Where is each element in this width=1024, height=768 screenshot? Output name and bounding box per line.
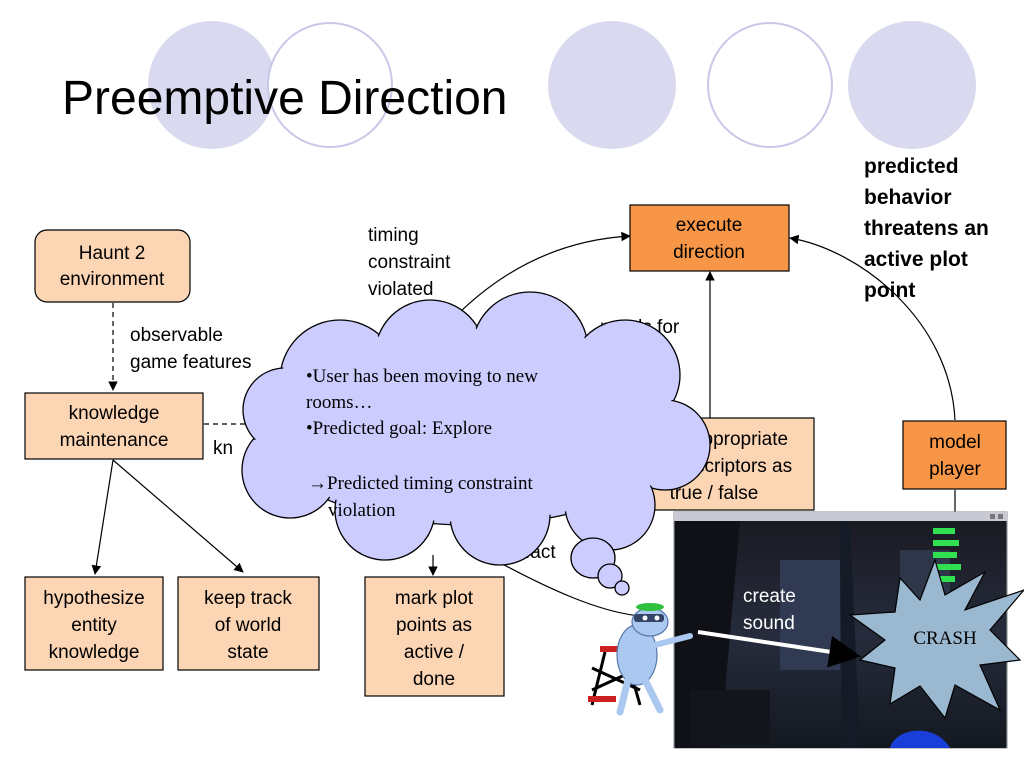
node-mark-plot-line-4: done [413, 669, 455, 690]
decorative-circles [148, 21, 976, 149]
callout-line-3: threatens an [864, 217, 989, 240]
node-mark-plot-line-1: mark plot [395, 588, 474, 609]
edge-to-keep-track [112, 459, 244, 573]
label-timing-line-2: constraint [368, 252, 451, 273]
node-keep-track-line-3: state [227, 642, 268, 663]
label-create-sound-line-2: sound [743, 613, 795, 634]
edge-player-to-execute [789, 234, 956, 421]
bubble-tail-2 [597, 563, 623, 589]
label-create-sound-line-1: create [743, 586, 796, 607]
callout-line-1: predicted [864, 155, 959, 178]
node-haunt-line-1: Haunt 2 [79, 243, 146, 264]
bubble-line-2: rooms… [306, 392, 373, 413]
node-keep-track-line-2: of world [215, 615, 282, 636]
robot-director-icon [588, 603, 693, 716]
node-descriptors-line-1: appropriate [692, 429, 788, 450]
arrow-right-icon: → [308, 473, 327, 494]
decor-circle-4 [707, 22, 833, 148]
bubble-line-1: •User has been moving to new [306, 366, 538, 387]
node-execute-direction: execute direction [629, 204, 790, 272]
node-mark-plot: mark plot points as active / done [364, 576, 505, 697]
slide-title: Preemptive Direction [62, 72, 508, 125]
edge-timing-to-execute [449, 231, 631, 323]
decor-circle-5 [848, 21, 976, 149]
decor-circle-3 [548, 21, 676, 149]
crash-burst: CRASH [848, 558, 1024, 720]
crash-label: CRASH [913, 628, 977, 649]
edge-fact-curve [494, 559, 641, 617]
decor-circle-2 [267, 22, 393, 148]
node-hypothesize-line-2: entity [71, 615, 117, 636]
node-knowledge-line-1: knowledge [69, 403, 160, 424]
node-haunt-line-2: environment [60, 269, 165, 290]
connectors [91, 231, 956, 617]
callout-predicted-behavior: predicted behavior threatens an active p… [864, 155, 989, 302]
node-keep-track-line-1: keep track [204, 588, 292, 609]
callout-line-2: behavior [864, 186, 952, 209]
node-model-player-line-1: model [929, 432, 981, 453]
bubble-line-4: →Predicted timing constraint [308, 473, 534, 494]
bubble-line-3: •Predicted goal: Explore [306, 418, 492, 439]
node-haunt-environment: Haunt 2 environment [34, 229, 191, 303]
label-observable-line-2: game features [130, 352, 251, 373]
edge-to-hypothesize [91, 459, 114, 575]
node-knowledge-line-2: maintenance [60, 430, 169, 451]
node-hypothesize-line-3: knowledge [49, 642, 140, 663]
node-model-player: model player [902, 420, 1007, 490]
node-descriptors-line-3: true / false [670, 483, 759, 504]
node-execute-line-1: execute [676, 215, 743, 236]
node-mark-plot-line-3: active / [404, 642, 465, 663]
node-hypothesize-line-1: hypothesize [43, 588, 144, 609]
node-keep-track: keep track of world state [177, 576, 320, 671]
node-model-player-line-2: player [929, 459, 981, 480]
callout-line-4: active plot [864, 248, 968, 271]
node-knowledge-maintenance: knowledge maintenance [24, 392, 204, 460]
bubble-line-5: violation [328, 500, 396, 521]
decor-circle-1 [148, 21, 276, 149]
label-timing-line-1: timing [368, 225, 419, 246]
label-timing-line-3: violated [368, 279, 434, 300]
label-observable-line-1: observable [130, 325, 223, 346]
bubble-line-4-text: Predicted timing constraint [327, 473, 534, 494]
label-kn: kn [213, 438, 233, 459]
node-hypothesize: hypothesize entity knowledge [24, 576, 164, 671]
thought-bubble: •User has been moving to new rooms… •Pre… [241, 291, 711, 596]
callout-line-5: point [864, 279, 915, 302]
node-mark-plot-line-2: points as [396, 615, 472, 636]
bubble-tail-3 [614, 580, 630, 596]
node-execute-line-2: direction [673, 242, 745, 263]
